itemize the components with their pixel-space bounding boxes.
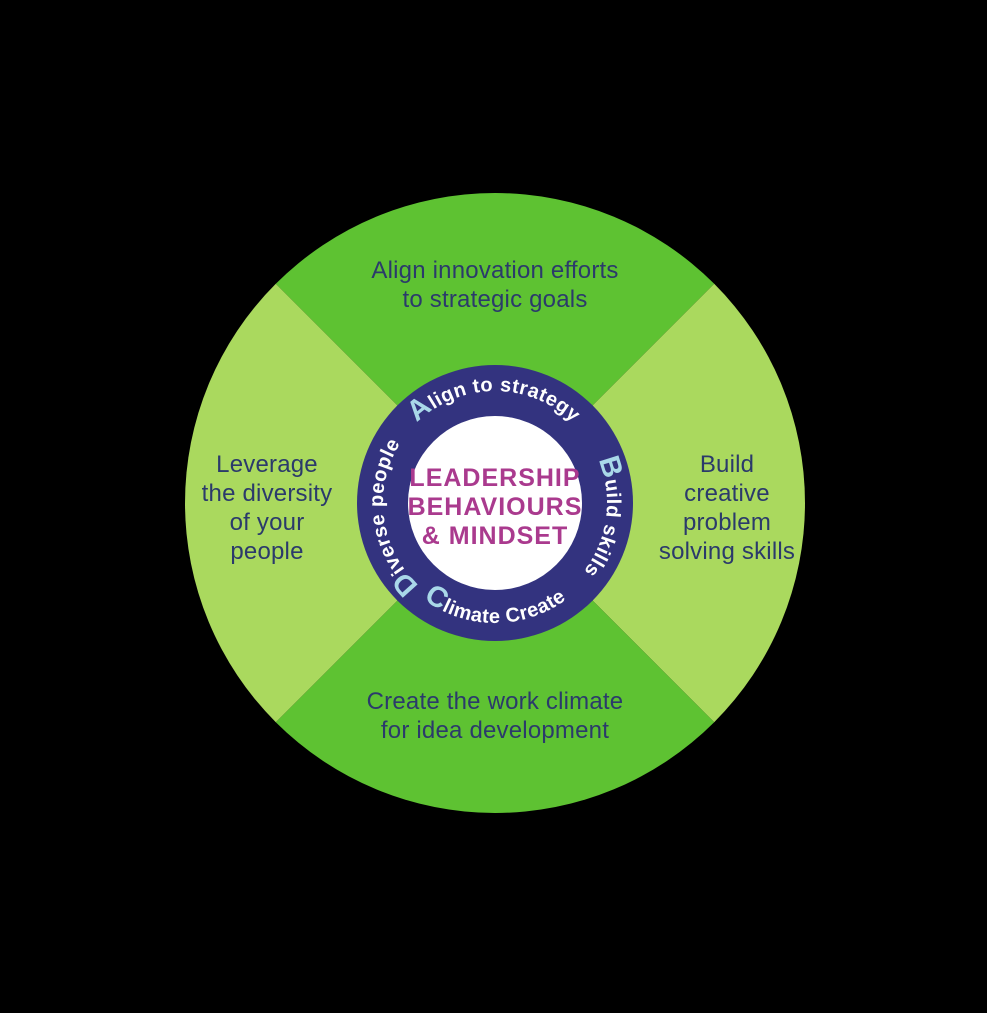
quadrant-caption-bottom: Create the work climate for idea develop… xyxy=(366,688,624,744)
quadrant-caption-top: Align innovation efforts to strategic go… xyxy=(371,257,619,313)
quadrant-caption-right: Build creative problem solving skills xyxy=(658,451,796,565)
quadrant-sector-right xyxy=(495,283,805,723)
quadrant-sector-left xyxy=(185,283,495,723)
hub-inner-circle xyxy=(408,416,582,590)
quadrant-sector-top xyxy=(275,193,715,503)
center-heading: LEADERSHIP BEHAVIOURS & MINDSET xyxy=(407,464,583,550)
quadrant-caption-left: Leverage the diversity of your people xyxy=(201,451,333,565)
quadrant-sector-bottom xyxy=(275,503,715,813)
